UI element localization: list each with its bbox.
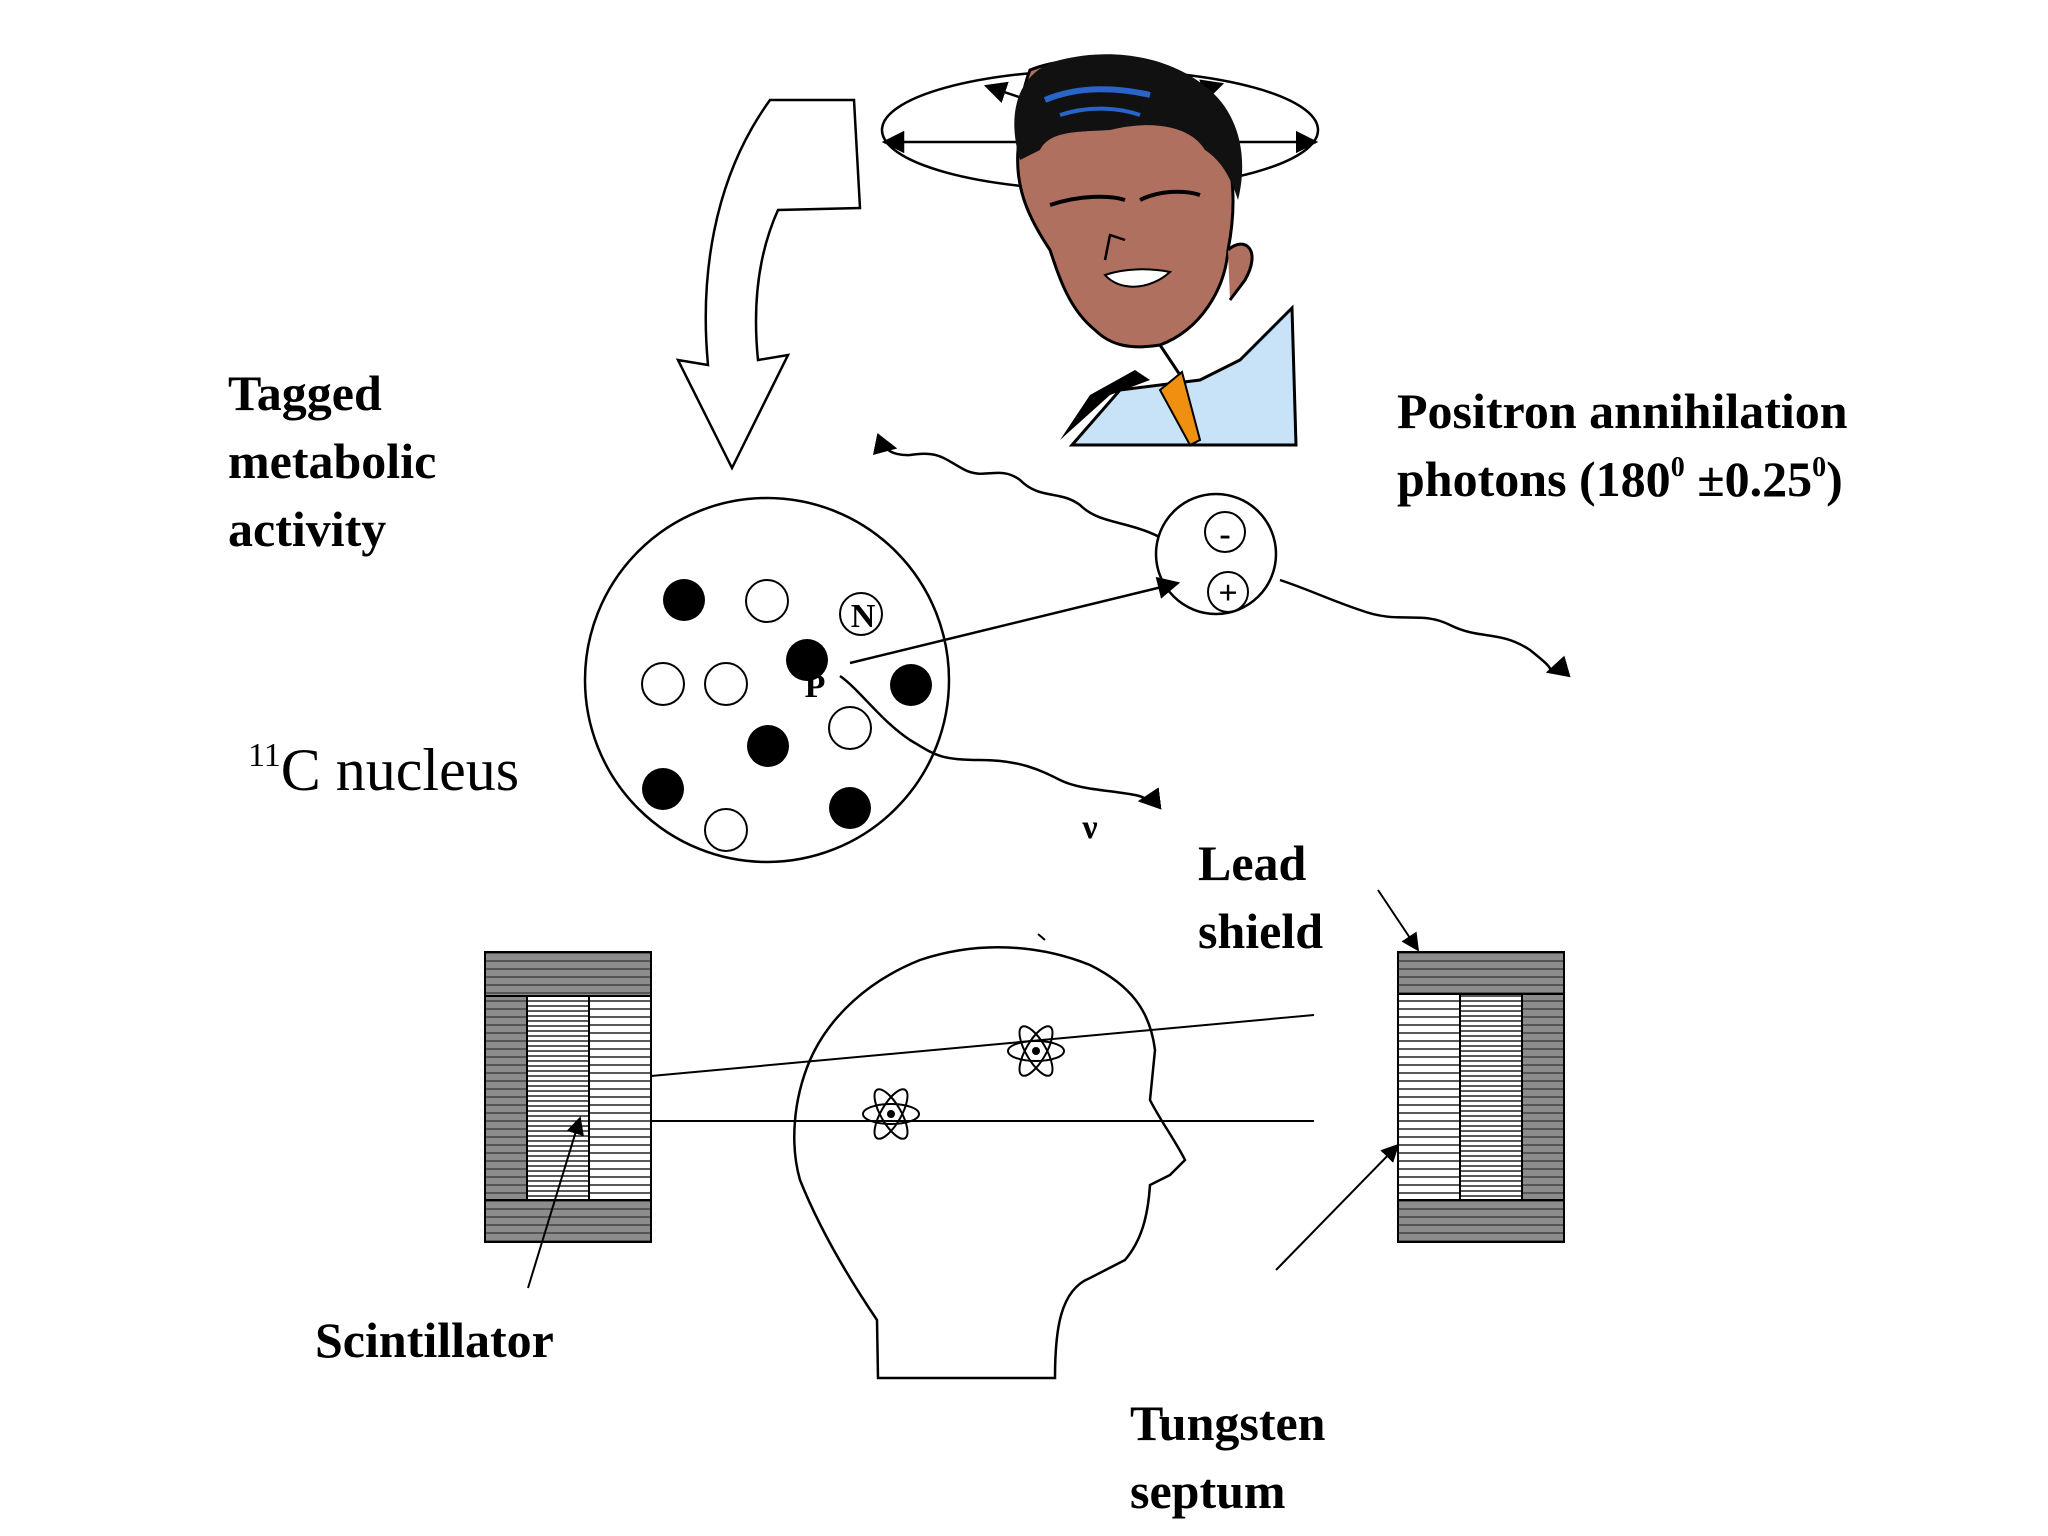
- tungsten-septum-label: Tungsten septum: [1130, 1395, 1326, 1519]
- tungsten-line-1: Tungsten: [1130, 1395, 1326, 1451]
- photon-path-right: [1279, 578, 1571, 678]
- positron-line-1: Positron annihilation: [1397, 383, 1848, 439]
- neutron-mark: N: [851, 598, 876, 635]
- positron-sign: +: [1218, 575, 1237, 612]
- neutron-particles: [642, 579, 932, 829]
- proton-particles: [641, 579, 883, 852]
- neutrino-path: [839, 674, 1162, 810]
- scintillator-pointer: [527, 1116, 584, 1289]
- curved-arrow-icon: [675, 98, 862, 471]
- head-profile: [793, 946, 1187, 1380]
- positron-label: Positron annihilation photons (1800 ±0.2…: [1397, 383, 1848, 507]
- annihilation-circle: - +: [1154, 492, 1278, 616]
- neutrino-symbol: ν: [1081, 809, 1097, 846]
- electron-sign: -: [1219, 516, 1230, 553]
- lead-line-2: shield: [1198, 903, 1323, 959]
- carbon-nucleus: N P: [583, 496, 951, 864]
- tagged-activity-label: Tagged metabolic activity: [228, 365, 436, 557]
- tagged-line-2: metabolic: [228, 433, 436, 489]
- nucleus-label: 11C nucleus: [248, 737, 519, 803]
- coincidence-line-upper: [650, 1014, 1315, 1077]
- scintillator-label: Scintillator: [315, 1312, 554, 1368]
- proton-mark: P: [805, 668, 826, 705]
- lead-shield-pointer: [1377, 889, 1419, 952]
- detector-right: [1397, 951, 1565, 1243]
- tungsten-pointer: [1275, 1143, 1400, 1271]
- photon-path-left: [872, 433, 1166, 542]
- man-illustration: [1014, 54, 1298, 447]
- positron-line-2: photons (1800 ±0.250): [1397, 451, 1843, 507]
- tungsten-line-2: septum: [1130, 1463, 1286, 1519]
- tagged-line-1: Tagged: [228, 365, 382, 421]
- positron-emission-line: [849, 576, 1181, 665]
- lead-line-1: Lead: [1198, 835, 1307, 891]
- tagged-line-3: activity: [228, 501, 386, 557]
- lead-shield-label: Lead shield: [1198, 835, 1323, 959]
- detector-left: [484, 951, 652, 1243]
